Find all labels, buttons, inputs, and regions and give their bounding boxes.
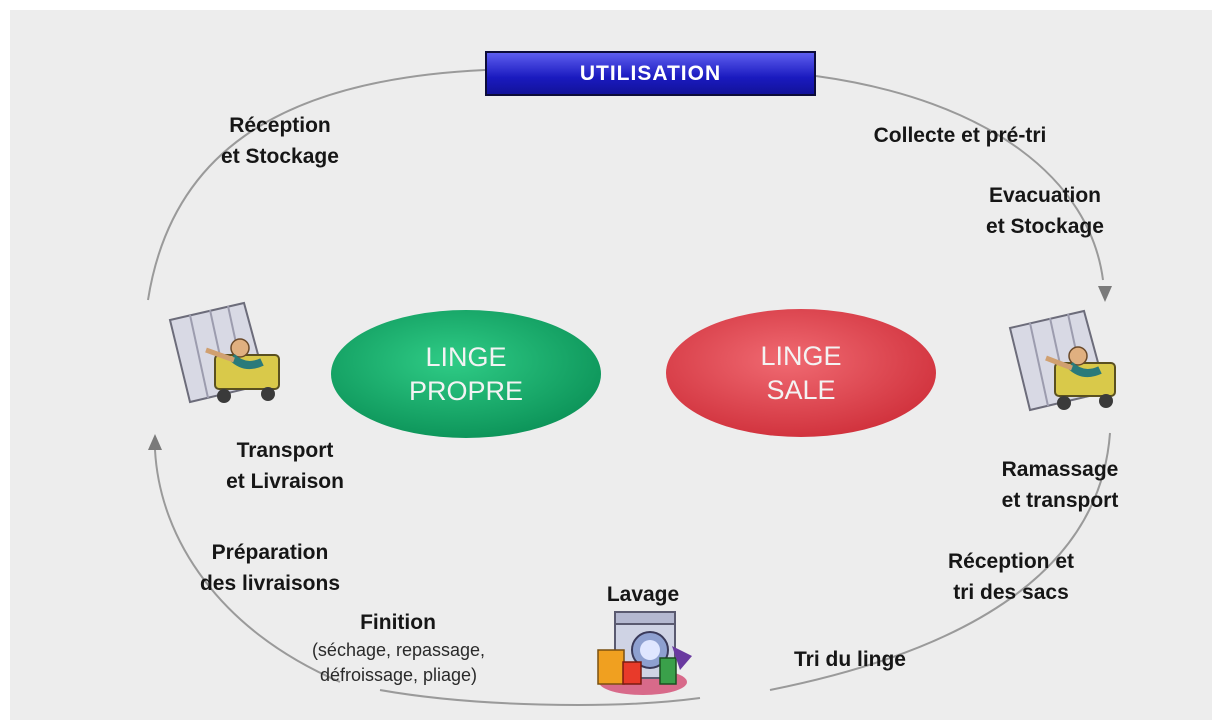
step-collecte-label: Collecte et pré-tri xyxy=(873,124,1047,147)
step-reception-stockage-label: Réception et Stockage xyxy=(221,114,339,168)
step-lavage-label: Lavage xyxy=(606,583,680,606)
cycle-arc-top-left xyxy=(147,69,486,301)
step-evacuation-label: Evacuation et Stockage xyxy=(986,184,1104,238)
cycle-arc-top-right xyxy=(815,75,1104,281)
cycle-arc-bottom xyxy=(379,689,701,706)
diagram-canvas: UTILISATION LINGE PROPRE LINGE SALE Coll… xyxy=(10,10,1212,720)
arrow-down-right xyxy=(1098,286,1112,302)
arrow-up-left xyxy=(148,434,162,450)
step-finition-detail: (séchage, repassage, défroissage, pliage… xyxy=(311,640,486,685)
cycle-arc-bottom-left xyxy=(154,449,341,683)
cycle-arc-bottom-right xyxy=(769,432,1111,691)
step-tri-linge-label: Tri du linge xyxy=(793,648,906,671)
step-reception-tri-label: Réception et tri des sacs xyxy=(947,550,1075,604)
laundry-cart-icon-left xyxy=(168,301,280,404)
clean-linen-label: LINGE PROPRE xyxy=(408,342,524,406)
step-ramassage-label: Ramassage et transport xyxy=(1001,458,1119,512)
cycle-diagram xyxy=(147,69,1116,706)
step-finition-label: Finition xyxy=(360,611,436,634)
step-preparation-label: Préparation des livraisons xyxy=(199,541,341,595)
dirty-linen-label: LINGE SALE xyxy=(760,341,842,405)
utilisation-banner: UTILISATION xyxy=(485,51,816,96)
dirty-linen-oval xyxy=(666,309,936,437)
washing-machine-icon xyxy=(597,611,692,695)
step-transport-livraison-label: Transport et Livraison xyxy=(226,439,344,493)
clean-linen-oval xyxy=(331,310,601,438)
laundry-cart-icon-right xyxy=(1008,309,1116,412)
